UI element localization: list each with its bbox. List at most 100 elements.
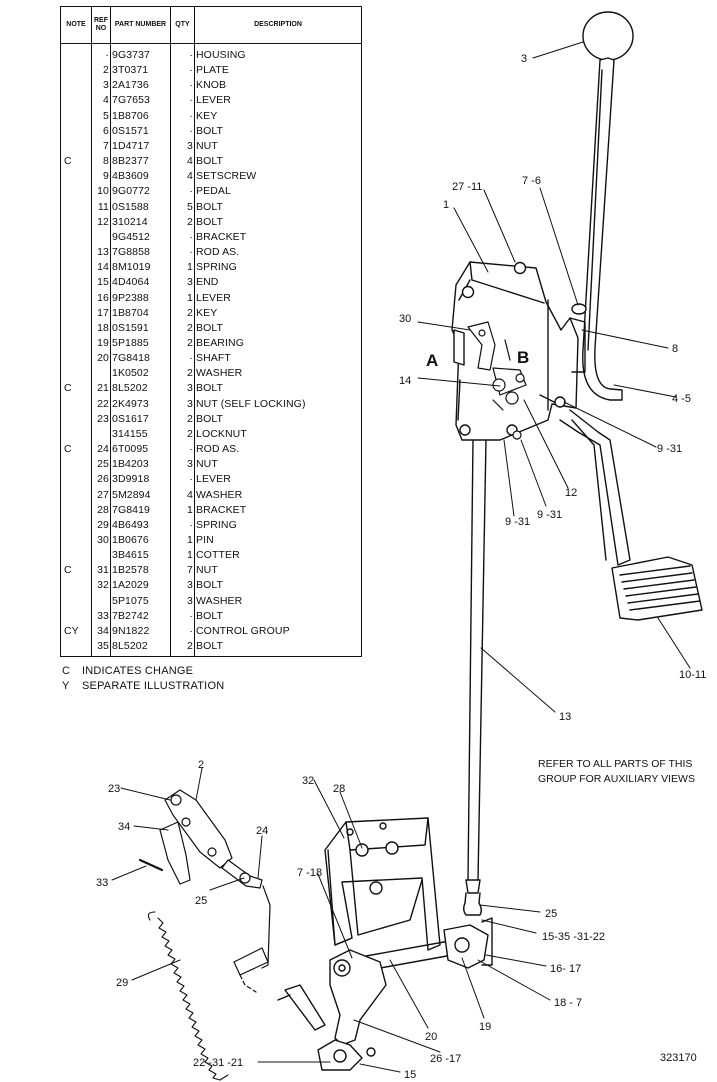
control-group-linkage xyxy=(138,789,271,993)
part-number-cell: 6T0095 xyxy=(110,442,171,458)
description-cell: HOUSING xyxy=(194,43,362,64)
part-number-cell: 1B0676 xyxy=(110,533,171,549)
callout-12: 12 xyxy=(565,487,577,499)
callout-14: 14 xyxy=(399,375,411,387)
description-cell: LOCKNUT xyxy=(194,426,362,443)
callout-10-11: 10-11 xyxy=(679,669,706,681)
callout-24: 24 xyxy=(256,825,268,837)
callout-30: 30 xyxy=(399,313,411,325)
part-number-cell: 8B2377 xyxy=(110,154,171,170)
part-number-cell: 5M2894 xyxy=(110,487,171,503)
description-cell: KEY xyxy=(194,305,362,321)
note-header: NOTE xyxy=(60,6,92,44)
description-cell: ROD AS. xyxy=(194,245,362,261)
description-cell: PLATE xyxy=(194,63,362,79)
description-cell: BOLT xyxy=(194,199,362,215)
part-number-cell: 1D4717 xyxy=(110,138,171,155)
description-cell: BEARING xyxy=(194,335,362,352)
callout-25-left: 25 xyxy=(195,895,207,907)
legend-item: C INDICATES CHANGE xyxy=(62,664,224,679)
legend-code: Y xyxy=(62,680,70,692)
description-cell: BRACKET xyxy=(194,229,362,246)
description-cell: COTTER xyxy=(194,548,362,564)
callout-15: 15 xyxy=(404,1069,416,1081)
view-label-b: B xyxy=(517,348,529,367)
callout-3: 3 xyxy=(521,53,527,65)
description-cell: LEVER xyxy=(194,472,362,488)
callout-33: 33 xyxy=(96,877,108,889)
part-number-cell: 5P1885 xyxy=(110,335,171,352)
part-number-cell: 310214 xyxy=(110,214,171,230)
control-lever xyxy=(582,11,634,401)
description-cell: LEVER xyxy=(194,290,362,306)
part-number-cell: 7G8418 xyxy=(110,351,171,367)
callout-32: 32 xyxy=(302,775,314,787)
callout-labels: 3 27 -11 7 -6 1 30 A B 8 14 4 -5 9 -31 1… xyxy=(96,53,706,1081)
callout-9-31-middle: 9 -31 xyxy=(537,509,562,521)
legend-code: C xyxy=(62,665,71,677)
callout-19: 19 xyxy=(479,1021,491,1033)
description-cell: BOLT xyxy=(194,639,362,657)
refer-note-line: GROUP FOR AUXILIARY VIEWS xyxy=(538,773,695,785)
part-number-cell: 9P2388 xyxy=(110,290,171,306)
leader-lines xyxy=(111,41,691,1073)
description-cell: NUT (SELF LOCKING) xyxy=(194,396,362,412)
description-cell: LEVER xyxy=(194,93,362,109)
description-cell: PIN xyxy=(194,533,362,549)
legend-text: INDICATES CHANGE xyxy=(82,665,194,677)
internal-linkage xyxy=(467,321,527,440)
table-row: 9G4512·BRACKET xyxy=(60,229,362,246)
description-header: DESCRIPTION xyxy=(194,6,362,44)
bracket xyxy=(324,817,441,951)
callout-7-18: 7 -18 xyxy=(297,867,322,879)
refer-note: REFER TO ALL PARTS OF THIS GROUP FOR AUX… xyxy=(538,757,713,787)
callout-7-6: 7 -6 xyxy=(522,175,541,187)
description-cell: BRACKET xyxy=(194,502,362,518)
callout-23: 23 xyxy=(108,783,120,795)
part-number-cell: 5P1075 xyxy=(110,593,171,609)
callout-22-31-21: 22 -31 -21 xyxy=(193,1057,243,1069)
table-row: ·9G3737·HOUSING xyxy=(60,43,362,64)
callout-15-35-31-22: 15-35 -31-22 xyxy=(542,931,605,943)
callout-13: 13 xyxy=(559,711,571,723)
description-cell: SETSCREW xyxy=(194,169,362,185)
pedal-assembly xyxy=(559,409,703,621)
callout-16-17: 16- 17 xyxy=(550,963,581,975)
description-cell: PEDAL xyxy=(194,184,362,200)
description-cell: BOLT xyxy=(194,320,362,336)
description-cell: CONTROL GROUP xyxy=(194,623,362,640)
part-number-cell: 1B8704 xyxy=(110,305,171,321)
description-cell: WASHER xyxy=(194,487,362,503)
description-cell: BOLT xyxy=(194,608,362,624)
spring xyxy=(147,911,229,1081)
